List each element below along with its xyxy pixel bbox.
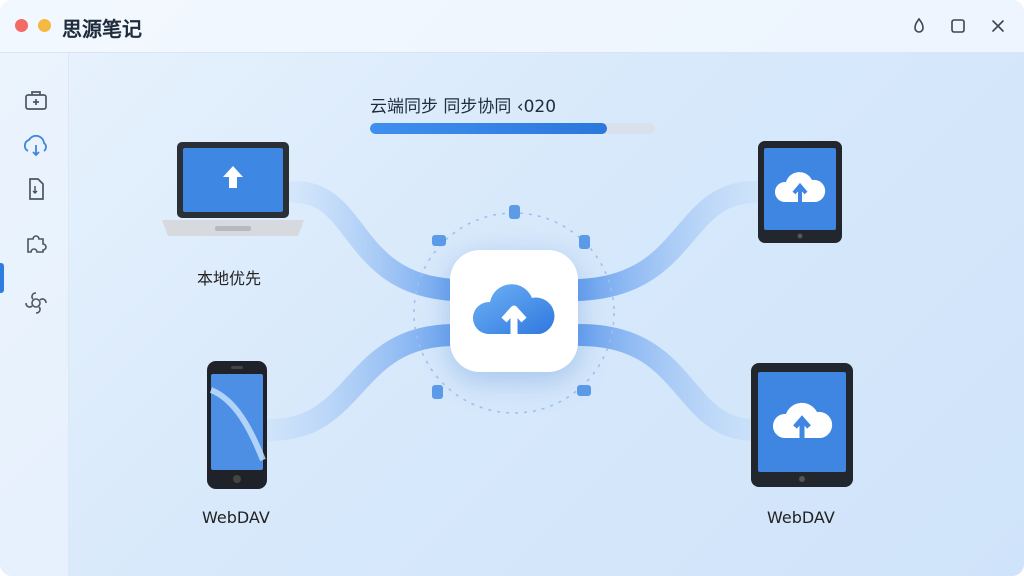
- close-dot-button[interactable]: [15, 19, 28, 32]
- title-bar: 思源笔记: [0, 0, 1024, 53]
- pin-button[interactable]: [907, 14, 931, 38]
- sidebar: [0, 53, 69, 576]
- sidebar-item-settings[interactable]: [20, 287, 52, 319]
- cloud-download-icon: [23, 135, 47, 157]
- phone-icon: [207, 361, 267, 489]
- sidebar-item-plugins[interactable]: [20, 227, 52, 259]
- puzzle-icon: [27, 235, 47, 253]
- tablet-top-device: [757, 140, 843, 248]
- tablet-bottom-label: WebDAV: [767, 508, 835, 527]
- minimize-dot-button[interactable]: [38, 19, 51, 32]
- tablet-bottom-device: [750, 362, 854, 492]
- maximize-icon: [951, 19, 965, 33]
- cloud-sync-hub[interactable]: [450, 250, 578, 372]
- laptop-device: [160, 140, 306, 249]
- phone-label: WebDAV: [202, 508, 270, 527]
- laptop-label: 本地优先: [197, 269, 262, 288]
- sidebar-item-toolbox[interactable]: [20, 85, 52, 117]
- close-button[interactable]: [986, 14, 1010, 38]
- sidebar-item-cloud[interactable]: [20, 131, 52, 163]
- cloud-upload-icon: [472, 284, 555, 340]
- document-icon: [29, 178, 44, 200]
- sidebar-item-document[interactable]: [20, 173, 52, 205]
- settings-icon: [25, 292, 47, 314]
- tablet-icon: [758, 141, 842, 243]
- phone-device: [206, 360, 268, 494]
- laptop-icon: [162, 142, 304, 236]
- maximize-button[interactable]: [946, 14, 970, 38]
- app-title: 思源笔记: [62, 17, 142, 41]
- tablet-icon: [751, 363, 853, 487]
- close-icon: [992, 20, 1004, 32]
- sidebar-active-indicator: [0, 263, 4, 293]
- sync-progress-bar: [370, 123, 655, 134]
- sync-progress-fill: [370, 123, 607, 134]
- sync-status-text: 云端同步 同步协同 ‹020: [370, 97, 557, 117]
- pin-icon: [914, 17, 924, 33]
- toolbox-icon: [25, 91, 47, 110]
